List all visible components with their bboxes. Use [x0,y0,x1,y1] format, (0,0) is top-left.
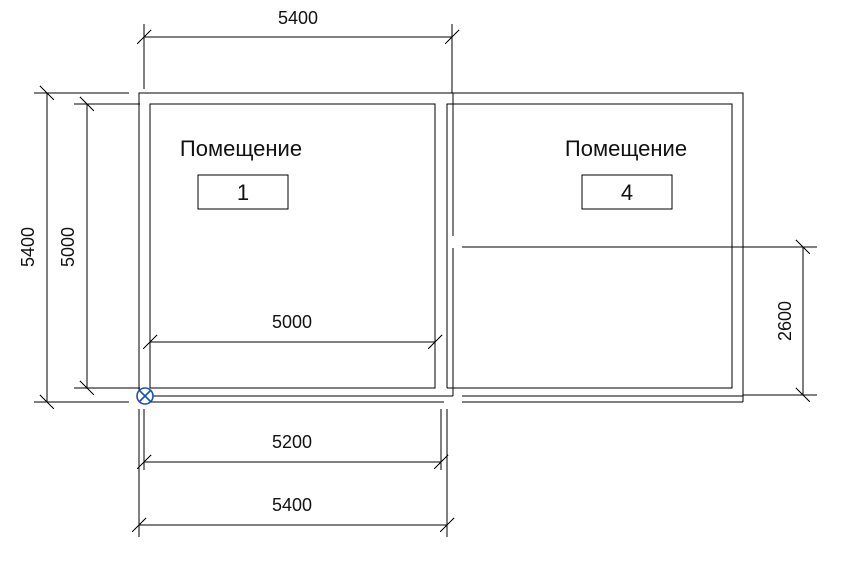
dimension-texts: 5400 5400 5000 5000 2600 5200 5400 [18,8,795,515]
room-4-inner-boundary[interactable] [446,103,733,389]
dim-text-bottom-inner[interactable]: 5200 [272,432,312,452]
room-labels: Помещение 1 Помещение 4 [180,136,687,205]
room-tags [197,174,673,210]
dim-text-right[interactable]: 2600 [775,301,795,341]
extension-lines [34,24,817,537]
dim-text-left-inner[interactable]: 5000 [58,227,78,267]
room-4-name[interactable]: Помещение [565,136,687,161]
room-1-number[interactable]: 1 [237,180,249,205]
dim-text-bottom-outer[interactable]: 5400 [272,495,312,515]
room-4-number[interactable]: 4 [621,180,633,205]
dimension-lines [39,29,811,533]
dim-text-room1-width[interactable]: 5000 [272,312,312,332]
survey-point-icon[interactable] [136,387,154,405]
room-4-number-box[interactable] [581,174,673,210]
dim-text-top[interactable]: 5400 [278,8,318,28]
room-1-number-box[interactable] [197,174,289,210]
dim-text-left-outer[interactable]: 5400 [18,227,38,267]
room-1-inner-boundary[interactable] [149,103,436,389]
room-1-name[interactable]: Помещение [180,136,302,161]
